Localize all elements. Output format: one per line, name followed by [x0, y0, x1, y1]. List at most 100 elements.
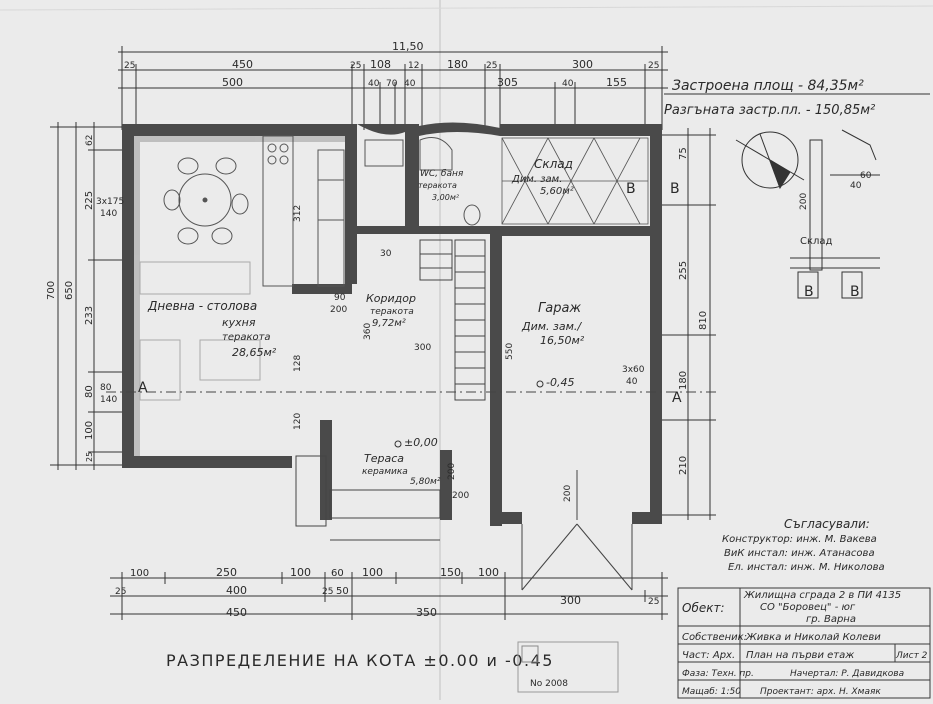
svg-text:40: 40: [850, 181, 862, 191]
inner-dimensions: 3x175 140 80 140 312 128 120 90 200 30 3…: [96, 197, 645, 502]
svg-text:Фаза: Техн. пр.: Фаза: Техн. пр.: [682, 669, 754, 679]
dining-table: [163, 157, 249, 245]
total-built-area-text: Разгъната застр.пл. - 150,85м²: [664, 103, 875, 118]
svg-text:180: 180: [678, 371, 689, 390]
terrace-outline: [295, 455, 441, 541]
svg-text:140: 140: [100, 209, 117, 219]
svg-text:120: 120: [293, 413, 303, 430]
living-furniture: [139, 261, 261, 401]
svg-text:100: 100: [130, 568, 149, 579]
svg-text:305: 305: [497, 76, 518, 89]
top-dimension-texts: 11,50 25 450 25 108 12 180 25 300 25 500…: [124, 40, 659, 89]
section-detail: [790, 129, 880, 299]
svg-text:25: 25: [322, 587, 333, 597]
svg-text:500: 500: [222, 76, 243, 89]
dim-overall-top: 11,50: [392, 40, 424, 53]
svg-text:200: 200: [799, 193, 809, 210]
room-corridor-name: Коридор: [366, 292, 416, 305]
svg-text:40: 40: [626, 377, 638, 387]
wall-partition-kitchen: [292, 284, 352, 294]
wall-storage-south: [500, 226, 662, 236]
wall-garage-south-left: [500, 512, 522, 524]
svg-text:400: 400: [226, 584, 247, 597]
right-dimension-lines: [660, 128, 716, 520]
svg-text:Конструктор: инж. М. Вакева: Конструктор: инж. М. Вакева: [722, 534, 877, 545]
svg-text:25: 25: [486, 61, 497, 71]
svg-text:План на първи етаж: План на първи етаж: [746, 650, 854, 661]
svg-text:255: 255: [678, 261, 689, 280]
svg-text:3x60: 3x60: [622, 365, 645, 375]
svg-text:30: 30: [380, 249, 392, 259]
wall-bath: [405, 124, 419, 232]
svg-text:40: 40: [368, 79, 380, 89]
svg-text:180: 180: [447, 58, 468, 71]
svg-text:B: B: [804, 284, 814, 300]
section-mark-a-left: A: [138, 380, 148, 396]
level-garage: -0,45: [546, 376, 574, 389]
section-mark-b-right: B: [670, 181, 680, 197]
svg-text:25: 25: [648, 61, 659, 71]
svg-text:550: 550: [505, 343, 515, 360]
svg-text:140: 140: [100, 395, 117, 405]
bottom-dimension-lines: [110, 572, 668, 620]
room-bath-name: WC, баня: [420, 169, 464, 179]
svg-text:40: 40: [562, 79, 574, 89]
svg-text:100: 100: [290, 566, 311, 579]
stairs: [419, 239, 486, 401]
room-storage-floor: Дим. зам.: [511, 174, 562, 185]
svg-text:100: 100: [478, 566, 499, 579]
svg-text:Начертал: Р. Давидкова: Начертал: Р. Давидкова: [790, 669, 904, 679]
svg-text:Мащаб: 1:50: Мащаб: 1:50: [682, 687, 741, 697]
svg-text:450: 450: [232, 58, 253, 71]
svg-text:80: 80: [84, 385, 95, 398]
svg-text:Собственик:: Собственик:: [682, 631, 747, 643]
svg-text:360: 360: [363, 323, 373, 340]
svg-text:128: 128: [293, 355, 303, 372]
room-living-sub: кухня: [222, 316, 256, 329]
room-corridor-floor: теракота: [370, 307, 414, 317]
section-mark-b-left: B: [626, 181, 636, 197]
section-mark-a-right: A: [672, 390, 682, 406]
svg-text:200: 200: [563, 485, 573, 502]
top-dimension-lines: [118, 46, 668, 130]
room-storage-name: Склад: [534, 157, 573, 171]
room-terrace-name: Тераса: [364, 452, 404, 465]
svg-text:312: 312: [293, 205, 303, 222]
svg-text:62: 62: [85, 135, 95, 146]
approvals-heading: Съгласували:: [784, 517, 870, 531]
room-living-area: 28,65м²: [232, 346, 277, 359]
svg-text:200: 200: [447, 463, 457, 480]
svg-text:60: 60: [331, 568, 344, 579]
wall-west: [122, 124, 134, 468]
svg-text:Част: Арх.: Част: Арх.: [682, 650, 735, 661]
left-dimension-lines: [50, 122, 125, 470]
svg-text:гр. Варна: гр. Варна: [806, 614, 856, 625]
svg-text:225: 225: [84, 191, 95, 210]
svg-text:250: 250: [216, 566, 237, 579]
svg-text:450: 450: [226, 606, 247, 619]
level-terrace: ±0,00: [404, 436, 438, 449]
svg-text:350: 350: [416, 606, 437, 619]
title-block: [677, 587, 931, 699]
room-garage-floor: Дим. зам./: [521, 320, 582, 333]
svg-text:60: 60: [860, 171, 872, 181]
room-garage-name: Гараж: [538, 301, 581, 316]
left-dimension-texts: 700 650 62 225 233 80 100 25: [46, 135, 95, 462]
wall-garage-west: [490, 226, 502, 526]
room-bath-floor: теракота: [418, 181, 457, 190]
svg-text:Склад: Склад: [800, 236, 833, 247]
wall-north-right: [500, 124, 662, 136]
svg-text:Живка и Николай Колеви: Живка и Николай Колеви: [745, 632, 881, 643]
svg-text:300: 300: [414, 343, 431, 353]
svg-text:90: 90: [334, 293, 346, 303]
svg-text:210: 210: [678, 456, 689, 475]
svg-text:СО "Боровец" - юг: СО "Боровец" - юг: [760, 602, 856, 613]
storage-hatch: [501, 137, 649, 225]
svg-text:100: 100: [84, 421, 95, 440]
svg-text:233: 233: [84, 306, 95, 325]
svg-text:100: 100: [362, 566, 383, 579]
wall-south-living: [122, 456, 292, 468]
wall-terrace-east: [440, 450, 452, 520]
